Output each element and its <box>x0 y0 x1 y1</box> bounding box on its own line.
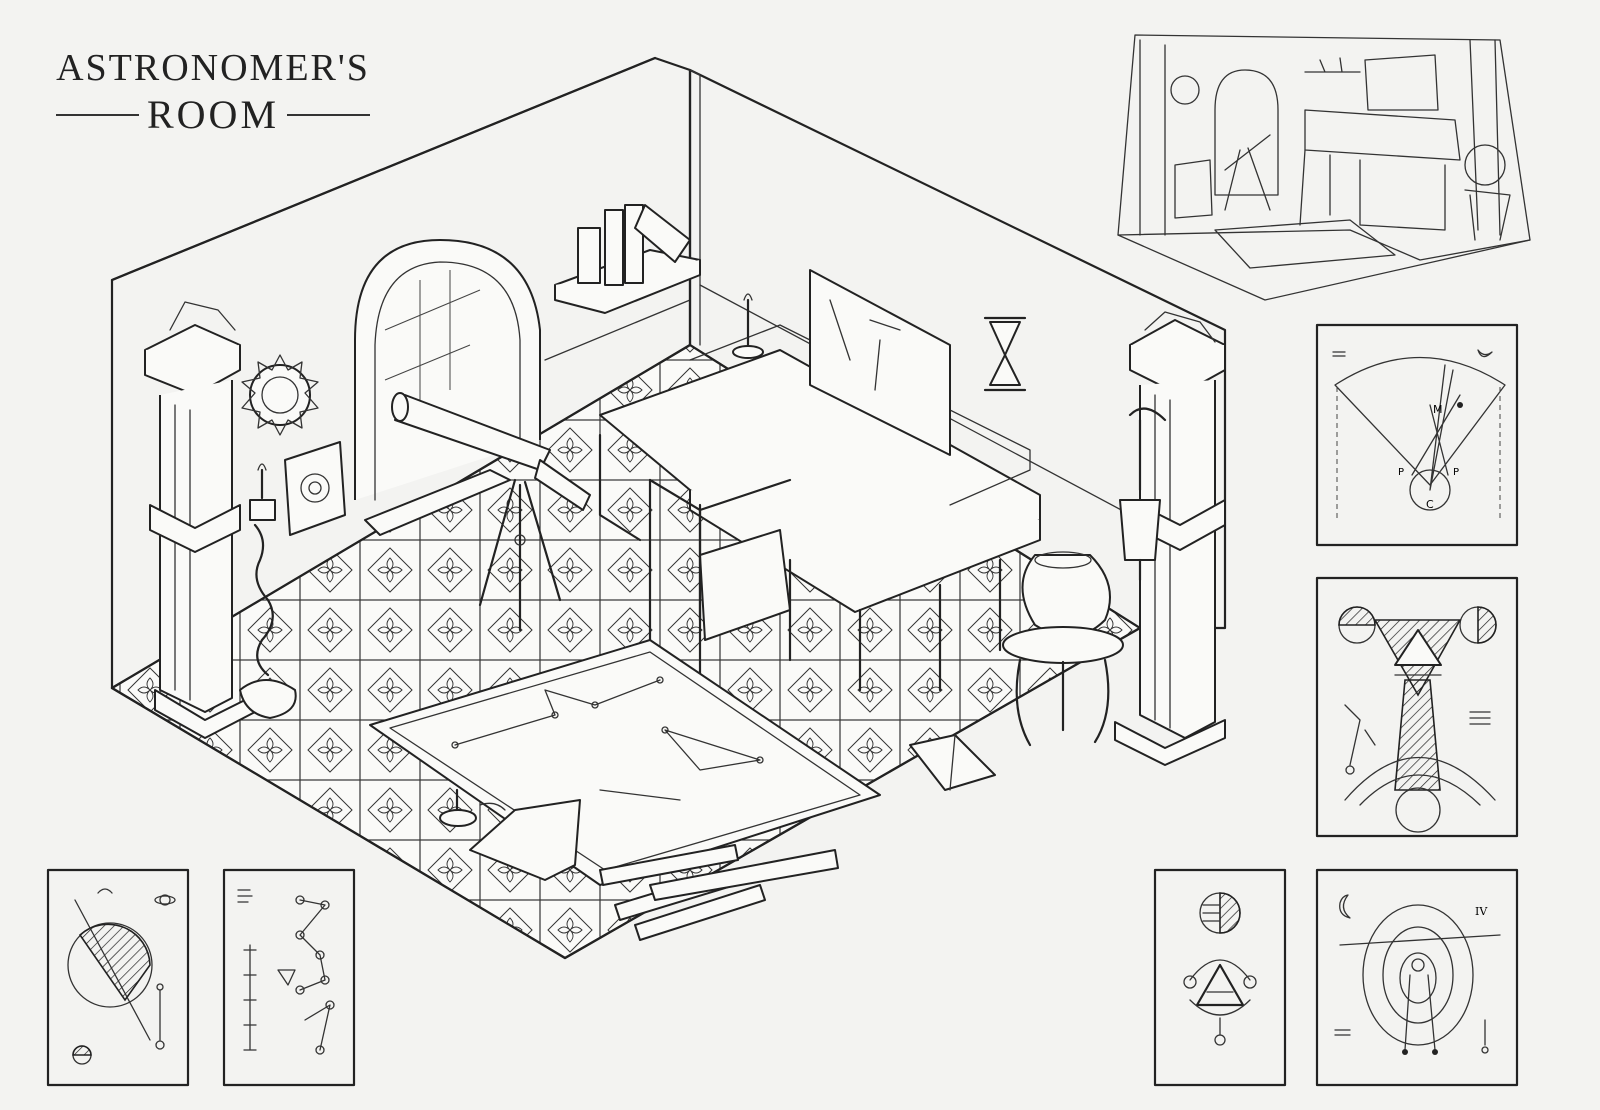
wall-scroll <box>284 441 346 536</box>
diagram-label-m: M <box>1433 403 1443 416</box>
diagram-panel-triangle <box>1315 576 1519 838</box>
left-pillar <box>144 301 256 739</box>
hanging-lantern <box>1119 407 1167 582</box>
floor-scrolls <box>469 799 839 941</box>
book-shelf <box>554 204 701 314</box>
diagram-label-iv: IV <box>1475 905 1488 918</box>
left-wall <box>110 56 692 690</box>
glass-globe-stand <box>1002 551 1124 747</box>
hourglass <box>983 316 1027 392</box>
title-rule-left <box>56 114 139 116</box>
diagram-label-c: C <box>1426 498 1434 511</box>
title-rule-right <box>287 114 370 116</box>
chair <box>648 478 792 692</box>
diagram-label-p-right: P <box>1453 467 1459 478</box>
diagram-panel-planet <box>46 868 190 1087</box>
telescope <box>391 392 591 632</box>
desk-candle <box>732 293 764 359</box>
diagram-panel-fan: M C P P <box>1315 323 1519 547</box>
candle-stand <box>239 463 297 719</box>
diagram-label-p-left: P <box>1398 467 1404 478</box>
diagram-panel-moon-triangle <box>1153 868 1287 1087</box>
title-line-1: ASTRONOMER'S <box>56 47 370 89</box>
writing-desk <box>598 269 1041 692</box>
isometric-room <box>110 56 1227 960</box>
open-book <box>909 734 996 791</box>
diagram-panel-orbits: IV <box>1315 868 1519 1087</box>
page-title: ASTRONOMER'S ROOM <box>48 46 378 138</box>
sun-wall-ornament-icon <box>241 354 319 436</box>
title-line-2: ROOM <box>146 92 280 137</box>
floor-candle <box>439 788 477 827</box>
rough-sketch-preview <box>1117 34 1531 301</box>
diagram-panel-constellation <box>222 868 356 1087</box>
